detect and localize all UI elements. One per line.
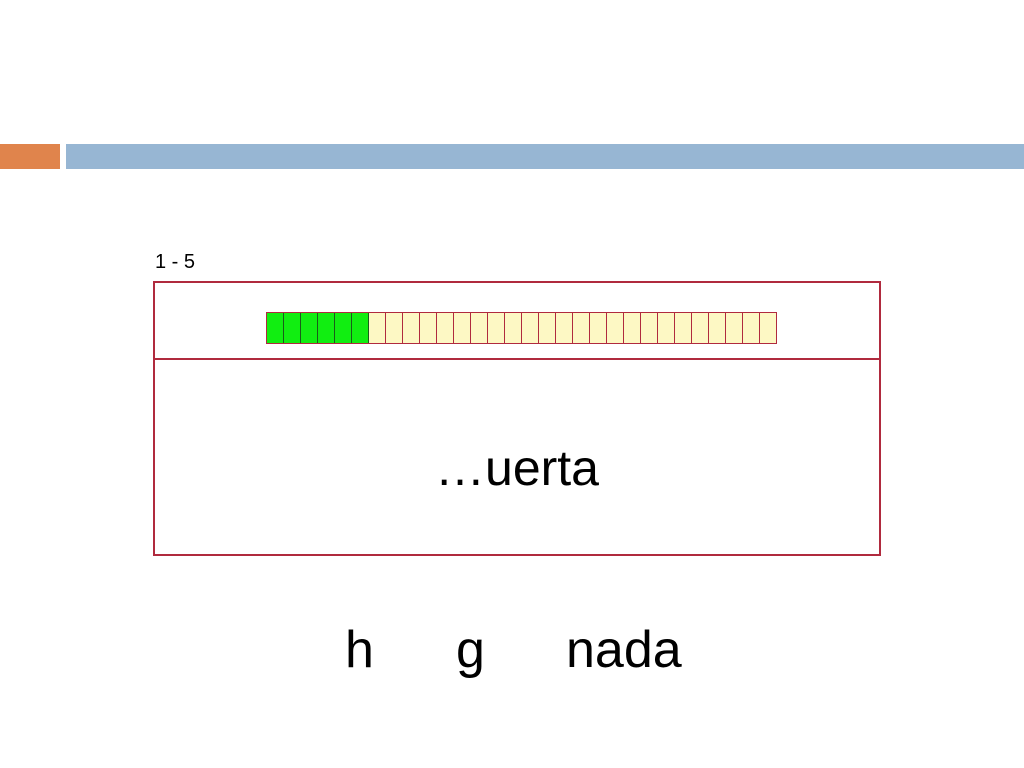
progress-cell-empty	[437, 313, 454, 343]
progress-cell-empty	[607, 313, 624, 343]
option-h[interactable]: h	[345, 621, 374, 679]
target-word: …uerta	[435, 440, 599, 496]
accent-bar-blue	[66, 144, 1024, 169]
progress-cell-filled	[301, 313, 318, 343]
progress-cell-empty	[488, 313, 505, 343]
progress-cell-filled	[352, 313, 369, 343]
progress-cell-filled	[335, 313, 352, 343]
progress-cell-filled	[318, 313, 335, 343]
progress-cell-empty	[556, 313, 573, 343]
progress-cell-empty	[454, 313, 471, 343]
progress-area	[155, 283, 879, 360]
progress-cell-empty	[573, 313, 590, 343]
accent-bar-orange	[0, 144, 60, 169]
progress-cell-filled	[267, 313, 284, 343]
progress-cell-empty	[539, 313, 556, 343]
progress-cell-empty	[403, 313, 420, 343]
progress-cell-empty	[522, 313, 539, 343]
progress-cell-empty	[590, 313, 607, 343]
progress-cell-empty	[675, 313, 692, 343]
option-nada[interactable]: nada	[566, 621, 682, 679]
progress-cell-empty	[624, 313, 641, 343]
exercise-panel: …uerta	[153, 281, 881, 556]
progress-cell-empty	[420, 313, 437, 343]
range-label: 1 - 5	[155, 251, 196, 273]
progress-cell-empty	[692, 313, 709, 343]
progress-cell-filled	[284, 313, 301, 343]
progress-cell-empty	[641, 313, 658, 343]
progress-cell-empty	[760, 313, 777, 343]
progress-cell-empty	[505, 313, 522, 343]
progress-cell-empty	[709, 313, 726, 343]
option-g[interactable]: g	[456, 621, 485, 679]
progress-cell-empty	[471, 313, 488, 343]
progress-cell-empty	[369, 313, 386, 343]
progress-cell-empty	[743, 313, 760, 343]
progress-cell-empty	[386, 313, 403, 343]
answer-options: h g nada	[0, 618, 1024, 688]
progress-cell-empty	[658, 313, 675, 343]
progress-cell-empty	[726, 313, 743, 343]
progress-bar	[266, 312, 777, 344]
